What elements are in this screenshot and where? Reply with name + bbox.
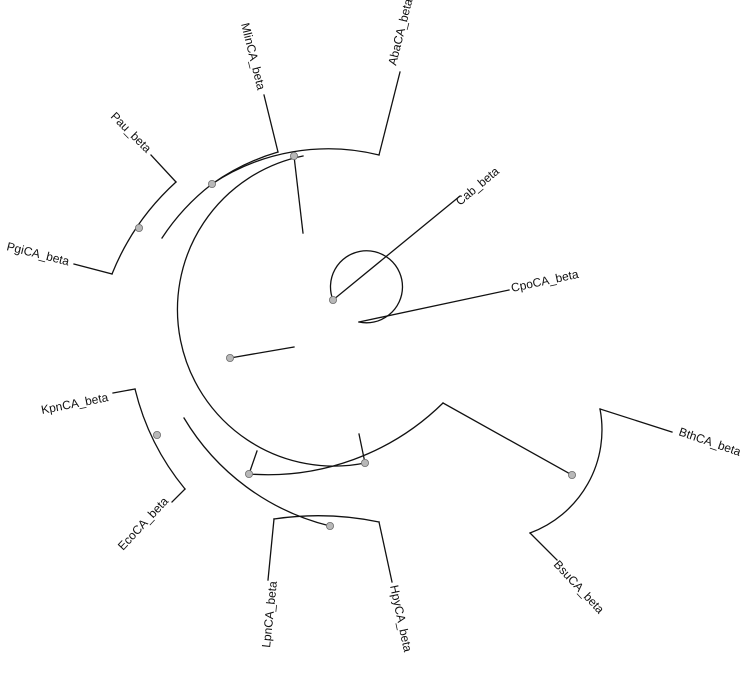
node-hpy-lpn (325, 522, 334, 531)
branch-left-lower (248, 450, 258, 475)
arc-left-lower (183, 417, 331, 527)
leaf-label-bsu: BsuCA_beta (551, 557, 607, 616)
branch-hpy (378, 521, 393, 583)
branch-bth (599, 408, 673, 433)
arc-bth-bsu (529, 408, 603, 534)
root-arc (329, 250, 404, 324)
leaf-label-pau: Pau_beta (108, 109, 154, 155)
branch-bth-bsu (442, 402, 573, 476)
leaf-label-cab: Cab_beta (453, 164, 502, 208)
branch-aba (378, 71, 401, 156)
node-lower-clade (360, 458, 369, 467)
leaf-label-pgi: PgiCA_beta (5, 239, 71, 268)
arc-pgi-pau-mlin (161, 183, 213, 239)
leaf-label-bth: BthCA_beta (677, 425, 743, 459)
node-left-lower (244, 469, 253, 478)
leaf-label-cpo: CpoCA_beta (510, 267, 580, 295)
main-clade-arc (176, 155, 366, 467)
branch-pau (150, 154, 177, 183)
arc-pgi-pau (111, 181, 177, 275)
branch-lpn (267, 518, 275, 581)
leaf-label-eco: EcoCA_beta (115, 494, 171, 553)
branch-upper-clade (293, 155, 304, 234)
branch-pgi (73, 263, 113, 275)
leaf-label-kpn: KpnCA_beta (40, 390, 110, 417)
branch-cpo (358, 289, 510, 323)
node-main-clade (225, 353, 234, 362)
branch-kpn (112, 388, 136, 394)
leaf-label-mlin: MlinCA_beta (238, 21, 268, 91)
node-eco-kpn (152, 430, 161, 439)
node-mlin-pau (207, 179, 216, 188)
branch-eco (171, 488, 186, 503)
arc-hpy-lpn (273, 515, 380, 523)
leaf-label-hpy: HpyCA_beta (387, 584, 415, 654)
branch-lower-clade (358, 433, 366, 464)
node-root (328, 295, 337, 304)
node-upper-clade (289, 151, 298, 160)
arc-mlin-pau (211, 151, 279, 185)
branch-main-clade (229, 346, 295, 359)
branch-cab (332, 195, 461, 301)
upper-clade-arc (211, 148, 380, 185)
branch-mlin (263, 94, 279, 153)
leaf-label-lpn: LpnCA_beta (259, 580, 280, 648)
node-pgi-pau (134, 223, 143, 232)
leaf-label-aba: AbaCA_beta (385, 0, 415, 67)
branch-bsu (529, 532, 558, 561)
lower-clade-arc (248, 402, 444, 476)
node-bth-bsu (568, 470, 577, 479)
arc-eco-kpn (134, 388, 186, 490)
